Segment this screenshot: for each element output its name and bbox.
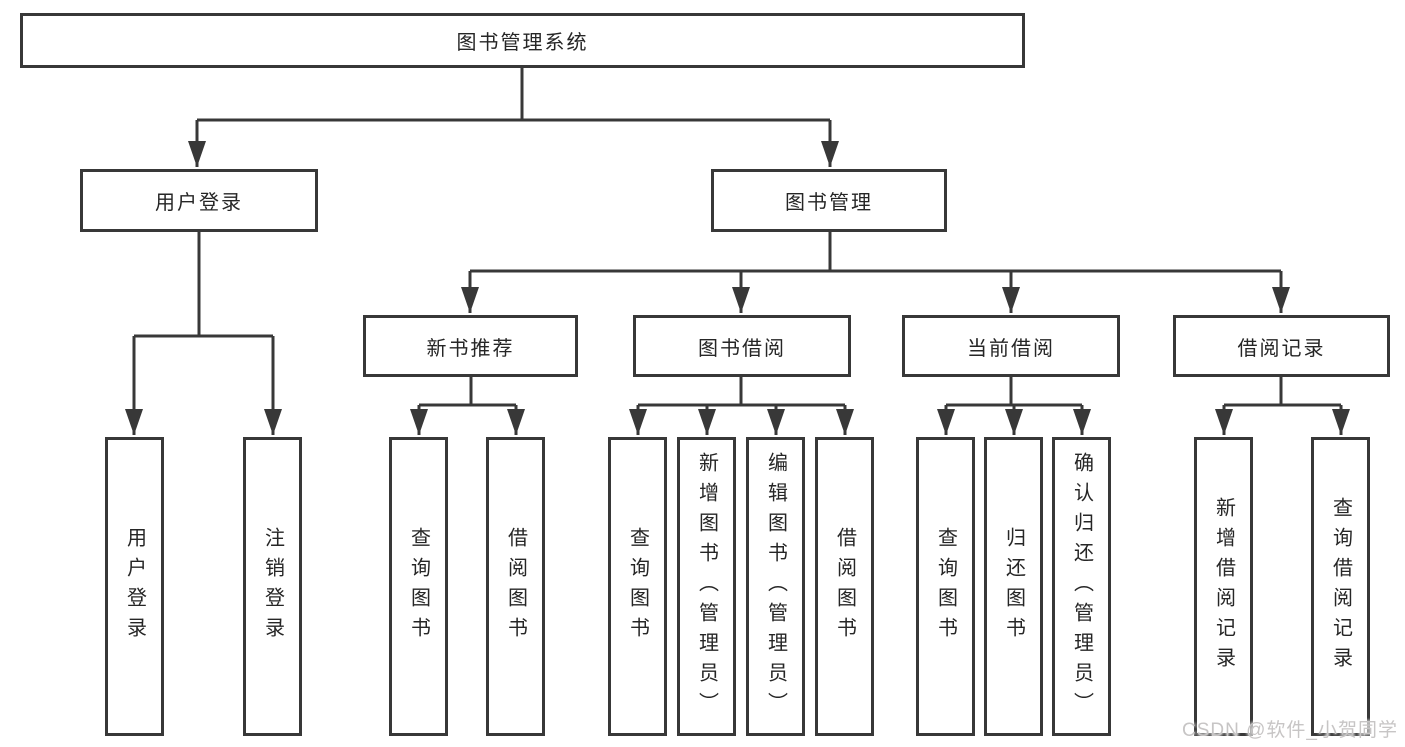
leaf-borrow-books: 借阅图书 [815,437,874,736]
leaf-query-books-borrow: 查询图书 [608,437,667,736]
csdn-watermark: CSDN @软件_小贺同学 [1182,720,1398,741]
leaf-query-books-recommend: 查询图书 [389,437,448,736]
leaf-confirm-return-admin: 确认归还（管理员） [1052,437,1111,736]
node-library-management-system: 图书管理系统 [20,13,1025,68]
leaf-logout-login: 注销登录 [243,437,302,736]
leaf-add-book-admin: 新增图书（管理员） [677,437,736,736]
node-current-borrowing: 当前借阅 [902,315,1120,377]
node-borrowing-records: 借阅记录 [1173,315,1390,377]
leaf-query-books-current: 查询图书 [916,437,975,736]
leaf-add-borrow-record: 新增借阅记录 [1194,437,1253,736]
leaf-query-borrow-record: 查询借阅记录 [1311,437,1370,736]
node-new-book-recommendation: 新书推荐 [363,315,578,377]
node-user-login: 用户登录 [80,169,318,232]
leaf-edit-book-admin: 编辑图书（管理员） [746,437,805,736]
node-book-management: 图书管理 [711,169,947,232]
leaf-return-books: 归还图书 [984,437,1043,736]
leaf-borrow-books-recommend: 借阅图书 [486,437,545,736]
leaf-user-login: 用户登录 [105,437,164,736]
node-book-borrowing: 图书借阅 [633,315,851,377]
